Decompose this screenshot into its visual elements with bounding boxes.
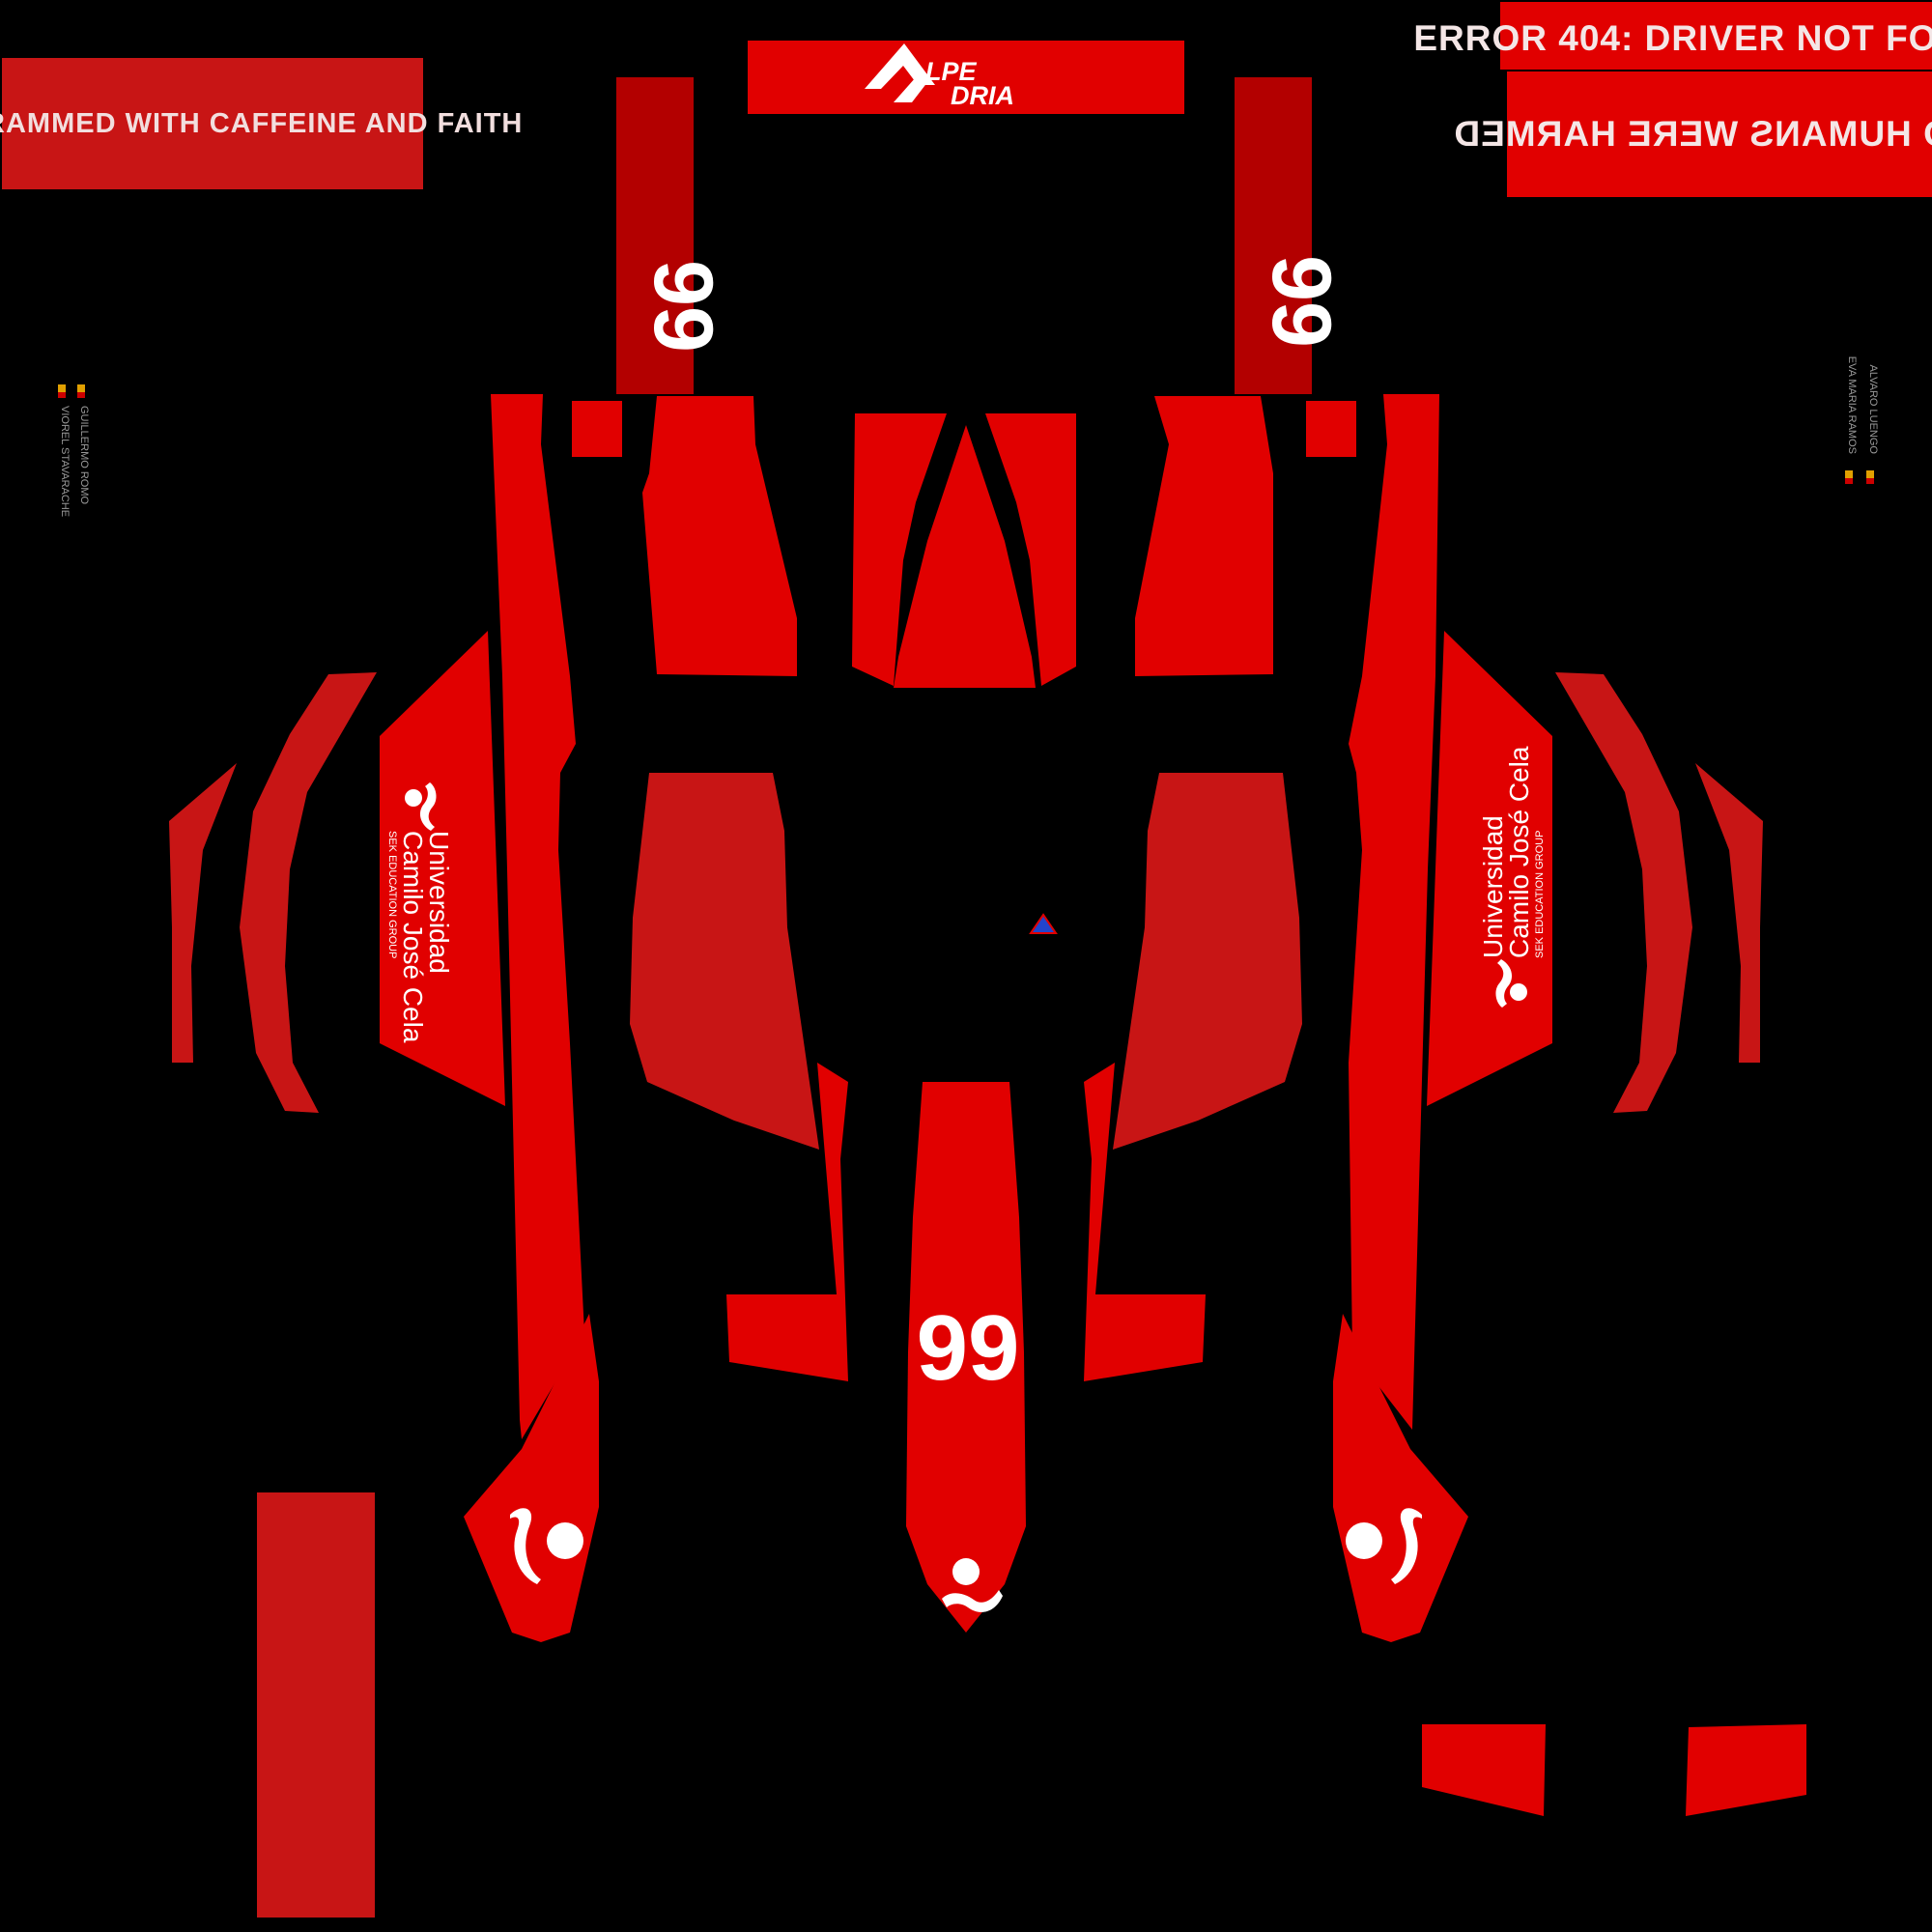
nose-panels: [464, 1063, 1468, 1642]
ucjc-logo-nose-icon: [942, 1558, 1003, 1612]
car-number-left: 99: [637, 260, 729, 353]
logo-line1: LPE: [925, 57, 978, 86]
lower-sponsor-icons: [510, 1508, 1422, 1612]
ucjc-dot-icon: [405, 789, 422, 807]
banner-top-left-text: PROGRAMMED WITH CAFFEINE AND FAITH: [0, 108, 523, 139]
car-number-nose: 99: [917, 1296, 1020, 1400]
ucjc-dot-icon-right: [1510, 983, 1527, 1001]
bottom-panels: [257, 1492, 1806, 1918]
number-strip-right: 99: [1235, 77, 1348, 394]
banner-top-right-text: ERROR 404: DRIVER NOT FOUND: [1413, 18, 1932, 58]
center-marker-icon: [1029, 913, 1058, 934]
ucjc-swoosh-icon: [419, 782, 437, 831]
sponsor-left-line2: Camilo José Cela: [398, 831, 428, 1043]
side-panel-left: Universidad Camilo José Cela SEK EDUCATI…: [169, 631, 505, 1113]
driver-right-1: ALVARO LUENGO: [1867, 364, 1879, 454]
sponsor-left-line3: SEK EDUCATION GROUP: [386, 831, 398, 958]
alpe-adria-logo: LPE DRIA: [748, 41, 1184, 114]
driver-left-1: VIOREL STAVARACHE: [59, 406, 71, 517]
upper-body-panels: [491, 394, 1439, 1439]
sponsor-right-line3: SEK EDUCATION GROUP: [1534, 831, 1546, 958]
driver-left-2: GUILLERMO ROMO: [78, 406, 90, 505]
banner-mirrored-text: NO HUMANS WERE HARMED: [1453, 114, 1932, 154]
number-strip-left: 99: [616, 77, 729, 394]
banner-top-right: ERROR 404: DRIVER NOT FOUND NO HUMANS WE…: [1413, 2, 1932, 197]
ucjc-logo-left-icon: [510, 1508, 583, 1584]
ucjc-swoosh-icon-right: [1495, 959, 1513, 1008]
logo-line2: DRIA: [951, 81, 1014, 110]
sponsor-left-line1: Universidad: [424, 831, 454, 974]
sponsor-right-line1: Universidad: [1478, 815, 1508, 958]
sponsor-right-line2: Camilo José Cela: [1504, 746, 1534, 958]
car-number-right: 99: [1255, 255, 1348, 348]
driver-names-right: ALVARO LUENGO EVA MARIA RAMOS: [1845, 356, 1879, 484]
side-panel-right: Universidad Camilo José Cela SEK EDUCATI…: [1427, 631, 1763, 1113]
driver-right-2: EVA MARIA RAMOS: [1846, 356, 1858, 454]
ucjc-logo-right-icon: [1346, 1508, 1422, 1584]
banner-top-left: PROGRAMMED WITH CAFFEINE AND FAITH: [0, 58, 523, 189]
mid-panels: [630, 773, 1302, 1150]
nose-number: 99: [917, 1296, 1020, 1400]
driver-names-left: VIOREL STAVARACHE GUILLERMO ROMO: [58, 384, 90, 517]
